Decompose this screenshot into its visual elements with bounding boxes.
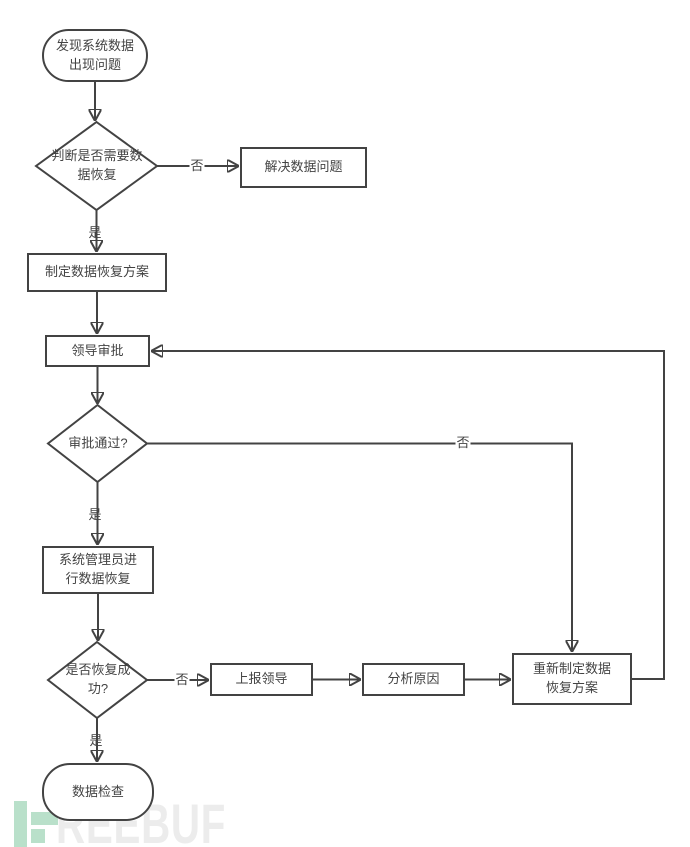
edge-label-approved-yes: 是 — [88, 506, 102, 522]
decision-success-label: 是否恢复成 功? — [65, 662, 131, 696]
decision-approved-shape — [46, 403, 149, 484]
node-solve-label: 解决数据问题 — [264, 159, 343, 175]
decision-need-recovery-shape — [34, 120, 159, 212]
decision-approved-label: 审批通过? — [68, 435, 128, 451]
edge-replan-to-approval — [152, 351, 665, 680]
freebuf-f-icon — [31, 829, 45, 843]
edge-label-approved-no: 否 — [455, 434, 471, 451]
decision-success-shape — [46, 640, 149, 720]
node-solve-problem: 解决数据问题 — [240, 147, 367, 188]
node-report-label: 上报领导 — [235, 671, 288, 687]
node-make-plan-label: 制定数据恢复方案 — [44, 264, 149, 280]
node-admin-recovery-label: 系统管理员进 行数据恢复 — [58, 552, 137, 586]
node-start-label: 发现系统数据 出现问题 — [55, 37, 134, 72]
node-report-leader: 上报领导 — [210, 663, 313, 696]
freebuf-f-icon — [14, 801, 27, 847]
node-end-terminator: 数据检查 — [42, 763, 154, 821]
edge-label-success-yes: 是 — [89, 732, 103, 748]
node-analyze-label: 分析原因 — [387, 671, 440, 687]
node-approval-label: 领导审批 — [71, 342, 124, 358]
node-end-label: 数据检查 — [71, 783, 124, 799]
edge-approved-no — [147, 442, 572, 652]
node-admin-recovery: 系统管理员进 行数据恢复 — [42, 546, 154, 594]
edge-label-success-no: 否 — [174, 671, 190, 688]
node-replan: 重新制定数据 恢复方案 — [512, 653, 632, 705]
freebuf-f-icon — [31, 812, 58, 825]
node-start-terminator: 发现系统数据 出现问题 — [42, 29, 148, 82]
node-replan-label: 重新制定数据 恢复方案 — [532, 661, 611, 695]
edge-label-need-recovery-no: 否 — [189, 157, 205, 174]
node-analyze-reason: 分析原因 — [362, 663, 465, 696]
edge-label-need-recovery-yes: 是 — [88, 224, 102, 240]
decision-need-recovery-label: 判断是否需要数 据恢复 — [51, 148, 143, 182]
node-make-plan: 制定数据恢复方案 — [27, 253, 167, 292]
node-leader-approval: 领导审批 — [45, 335, 150, 367]
